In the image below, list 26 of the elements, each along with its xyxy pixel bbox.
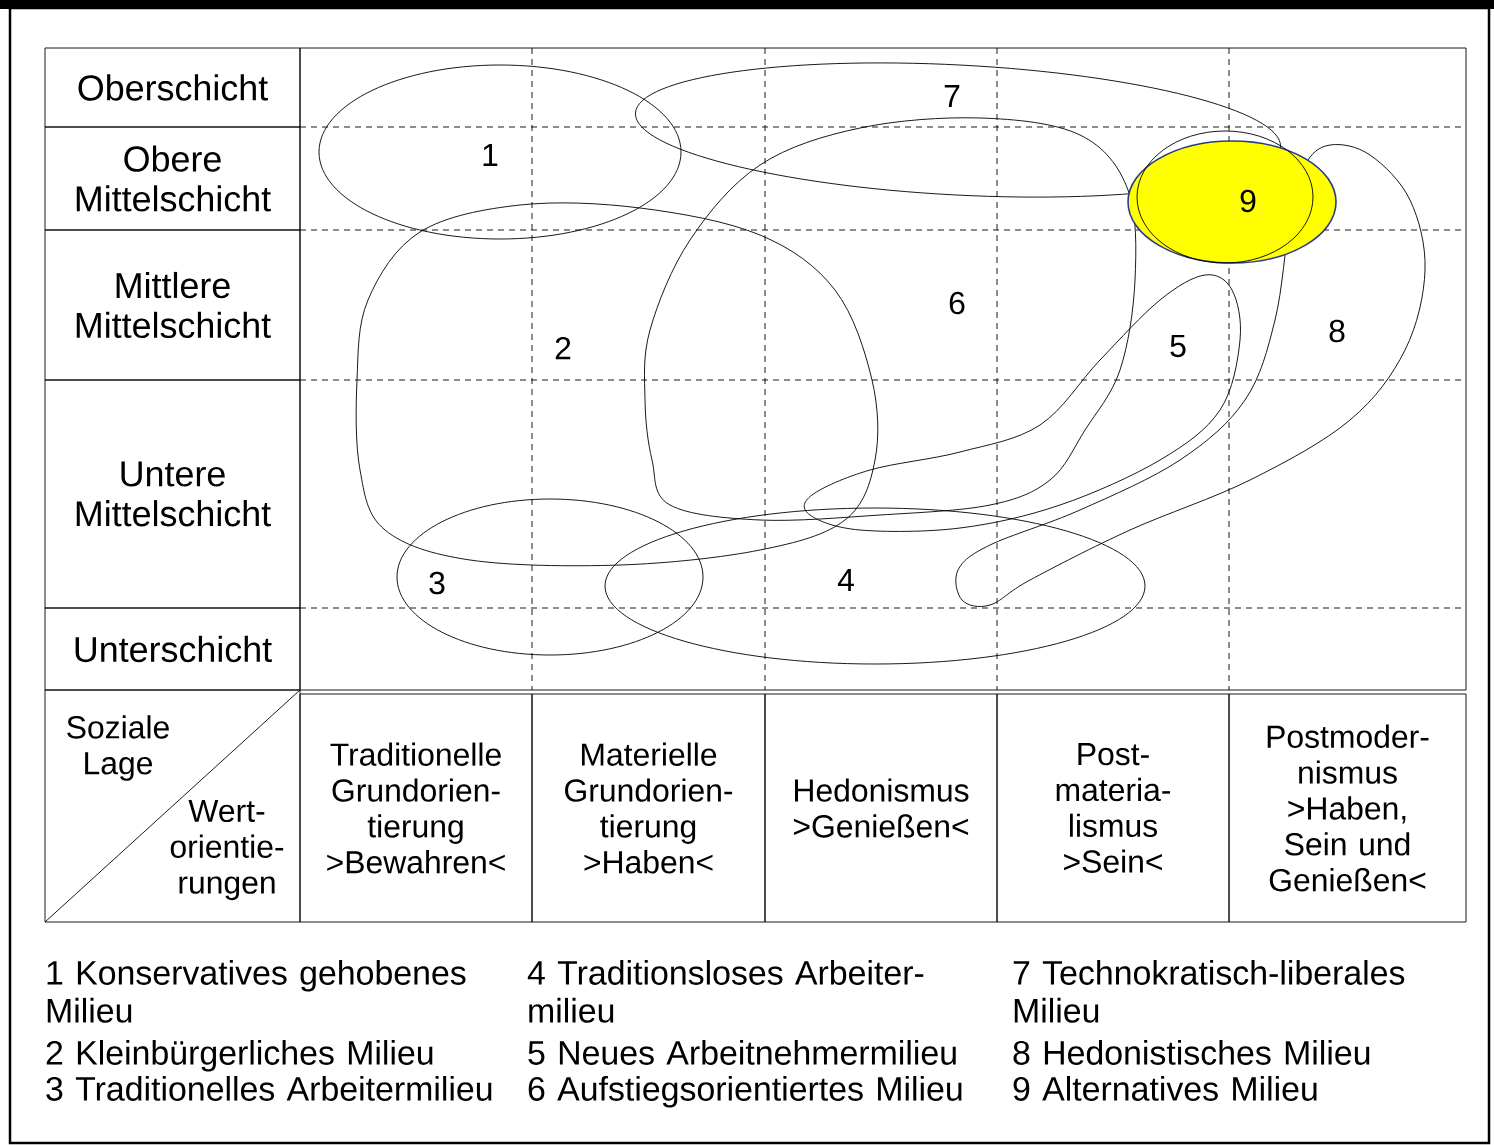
column-header-cell: Postmoder- nismus >Haben, Sein und Genießen< — [1228, 693, 1467, 923]
column-header-cell: Hedonismus >Genießen< — [764, 693, 998, 923]
column-header-cell: Materielle Grundorien- tierung >Haben< — [531, 693, 766, 923]
row-label-cell: Unterschicht — [44, 607, 301, 691]
legend-entry: 7 Technokratisch-liberales Milieu — [1013, 960, 1405, 1023]
legend-entry: 8 Hedonistisches Milieu — [1013, 1040, 1370, 1065]
corner-cell: Soziale Lage Wert- orientie- rungen — [44, 689, 301, 923]
column-header-cell: Post- materia- lismus >Sein< — [996, 693, 1230, 923]
column-header-cell: Traditionelle Grundorien- tierung >Bewahren< — [299, 693, 533, 923]
outlined-region: 1 — [318, 64, 682, 240]
legend-entry: 5 Neues Arbeitnehmermilieu — [528, 1040, 956, 1065]
highlighted-region: 9 — [1127, 130, 1337, 264]
row-label-cell: Untere Mittelschicht — [44, 379, 301, 609]
legend-entry: 3 Traditionelles Arbeitermilieu — [46, 1076, 492, 1101]
legend-entry: 1 Konservatives gehobenes Milieu — [47, 960, 466, 1023]
legend-entry: 4 Traditionsloses Arbeiter- milieu — [527, 960, 924, 1023]
legend-entry: 9 Alternatives Milieu — [1013, 1076, 1317, 1101]
outlined-region: 3 — [396, 498, 704, 656]
legend-entry: 6 Aufstiegsorientiertes Milieu — [528, 1076, 962, 1108]
row-label-cell: Obere Mittelschicht — [44, 126, 301, 231]
outlined-region: 4 — [604, 507, 1146, 665]
row-label-cell: Mittlere Mittelschicht — [44, 229, 301, 381]
outlined-region: 2 — [355, 202, 879, 567]
outlined-region: 6 — [644, 117, 1137, 521]
legend-entry: 2 Kleinbürgerliches Milieu — [46, 1040, 433, 1072]
row-label-cell: Oberschicht — [44, 47, 301, 128]
